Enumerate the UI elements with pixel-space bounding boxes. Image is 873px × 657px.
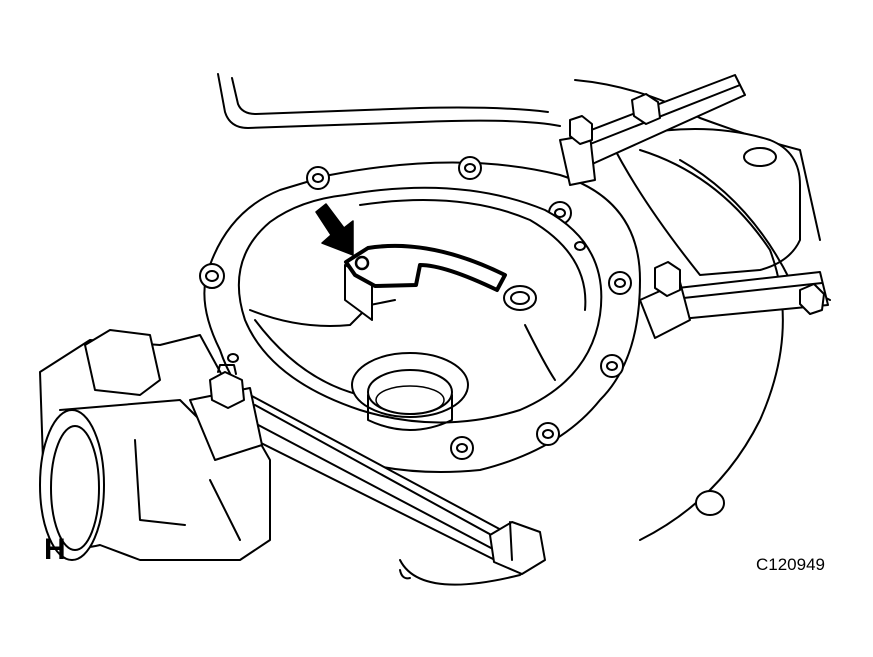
highlighted-plate [344,243,507,292]
front-bracket [189,364,546,575]
upper-right-bracket [559,74,746,186]
pointer-arrow-icon [315,203,354,256]
right-bracket [639,261,829,339]
figure-id: C120949 [756,555,826,574]
right-casting [399,128,831,586]
view-label: H [44,533,66,566]
